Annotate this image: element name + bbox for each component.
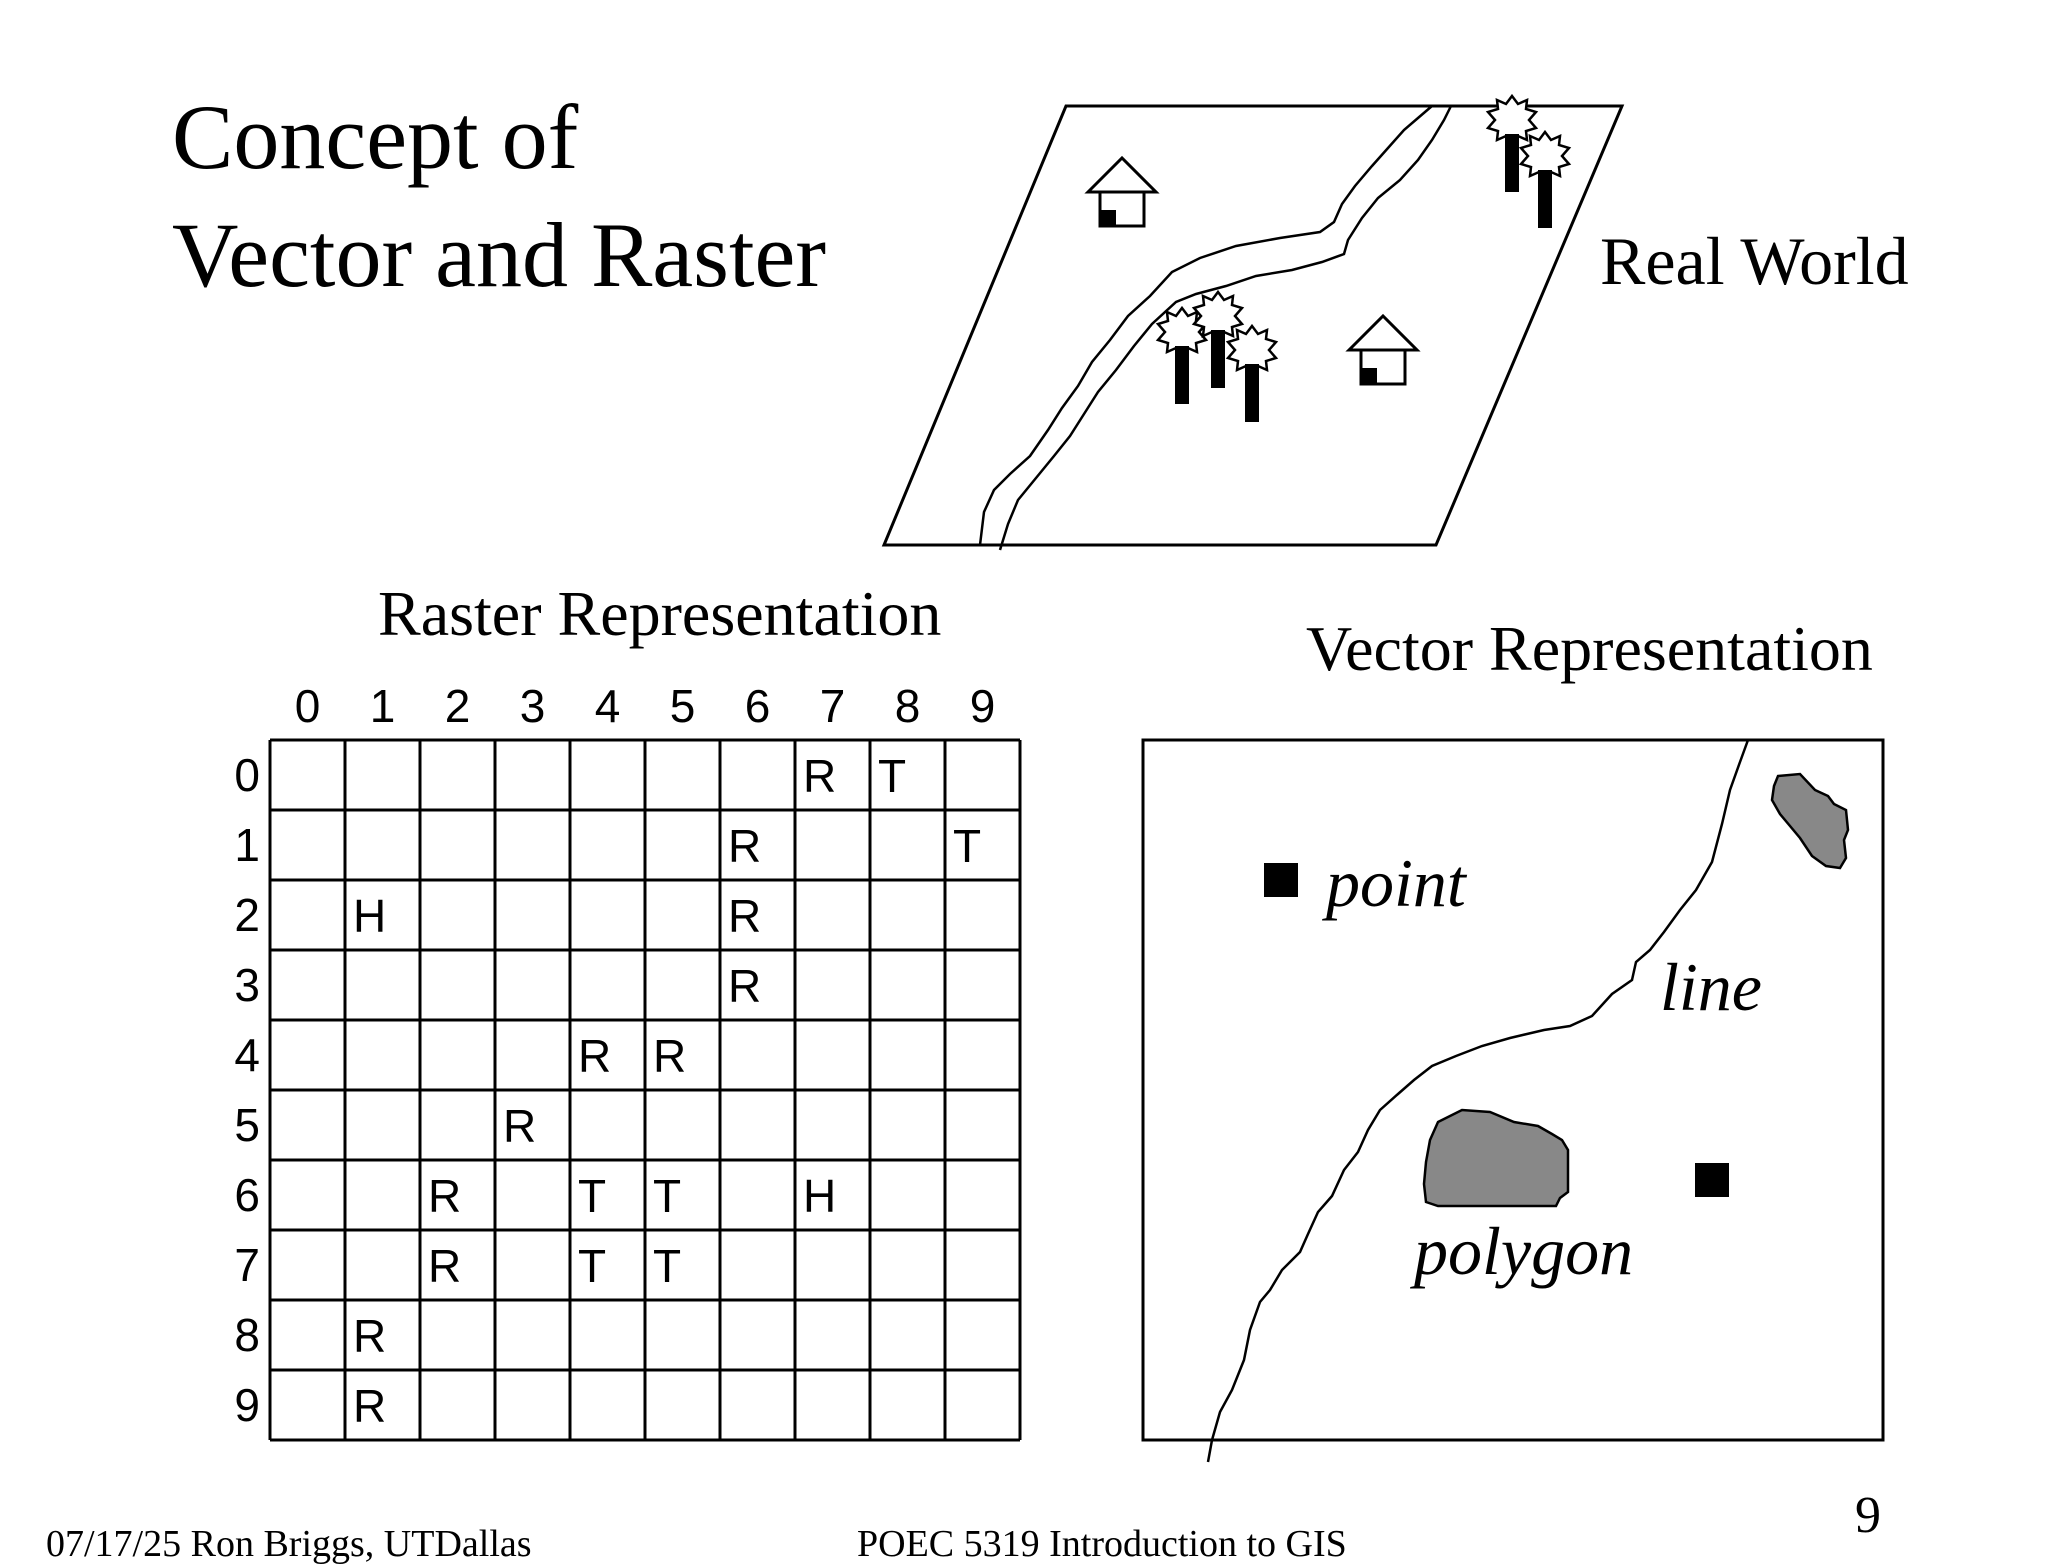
vector-polygon-large bbox=[1422, 1108, 1570, 1208]
raster-cell-value: R bbox=[728, 820, 761, 872]
raster-cell-value: T bbox=[653, 1170, 681, 1222]
row-label: 0 bbox=[234, 749, 260, 801]
vector-polygon-small bbox=[1770, 772, 1850, 870]
column-label: 8 bbox=[895, 680, 921, 732]
title-line-1: Concept of bbox=[172, 86, 579, 188]
raster-cell-value: T bbox=[578, 1170, 606, 1222]
raster-cell-value: R bbox=[653, 1030, 686, 1082]
column-label: 6 bbox=[745, 680, 771, 732]
tree-icon bbox=[1226, 324, 1278, 424]
polygon-label: polygon bbox=[1410, 1213, 1633, 1289]
vector-frame bbox=[1141, 738, 1885, 1442]
column-label: 5 bbox=[670, 680, 696, 732]
map-border bbox=[881, 104, 1625, 547]
slide-title: Concept of Vector and Raster bbox=[172, 78, 826, 314]
column-label: 0 bbox=[295, 680, 321, 732]
vector-point bbox=[1264, 863, 1298, 897]
column-label: 7 bbox=[820, 680, 846, 732]
column-label: 3 bbox=[520, 680, 546, 732]
column-label: 2 bbox=[445, 680, 471, 732]
raster-cell-value: R bbox=[728, 960, 761, 1012]
real-world-label: Real World bbox=[1600, 223, 1909, 299]
point-label: point bbox=[1322, 845, 1468, 921]
row-label: 2 bbox=[234, 889, 260, 941]
raster-cell-value: T bbox=[953, 820, 981, 872]
vector-line bbox=[1206, 739, 1750, 1463]
raster-cell-value: T bbox=[878, 750, 906, 802]
river-bank-left bbox=[978, 105, 1433, 546]
row-label: 3 bbox=[234, 959, 260, 1011]
raster-cell-value: T bbox=[653, 1240, 681, 1292]
footer-left: 07/17/25 Ron Briggs, UTDallas bbox=[46, 1523, 532, 1565]
vector-title: Vector Representation bbox=[1306, 613, 1873, 684]
raster-cell-value: R bbox=[428, 1170, 461, 1222]
line-label: line bbox=[1660, 949, 1762, 1025]
raster-cell-value: R bbox=[803, 750, 836, 802]
row-label: 9 bbox=[234, 1379, 260, 1431]
raster-cell-value: R bbox=[728, 890, 761, 942]
page-number: 9 bbox=[1855, 1487, 1881, 1544]
column-label: 1 bbox=[370, 680, 396, 732]
raster-title: Raster Representation bbox=[378, 578, 942, 649]
raster-cell-value: R bbox=[353, 1310, 386, 1362]
row-label: 4 bbox=[234, 1029, 260, 1081]
row-label: 6 bbox=[234, 1169, 260, 1221]
real-world-map bbox=[881, 94, 1625, 551]
vector-map: point line polygon bbox=[1141, 738, 1885, 1463]
row-label: 5 bbox=[234, 1099, 260, 1151]
river-bank-right bbox=[998, 105, 1453, 551]
raster-cell-value: R bbox=[353, 1380, 386, 1432]
raster-cell-value: R bbox=[428, 1240, 461, 1292]
title-line-2: Vector and Raster bbox=[172, 204, 826, 306]
house-icon bbox=[1086, 156, 1158, 228]
row-label: 7 bbox=[234, 1239, 260, 1291]
tree-icon bbox=[1519, 130, 1571, 230]
vector-point bbox=[1695, 1163, 1729, 1197]
raster-cell-value: H bbox=[803, 1170, 836, 1222]
column-label: 9 bbox=[970, 680, 996, 732]
row-label: 1 bbox=[234, 819, 260, 871]
raster-cell-value: H bbox=[353, 890, 386, 942]
footer-center: POEC 5319 Introduction to GIS bbox=[857, 1523, 1347, 1565]
row-label: 8 bbox=[234, 1309, 260, 1361]
column-label: 4 bbox=[595, 680, 621, 732]
house-icon bbox=[1347, 314, 1419, 386]
raster-cell-value: T bbox=[578, 1240, 606, 1292]
raster-cell-value: R bbox=[578, 1030, 611, 1082]
raster-cell-value: R bbox=[503, 1100, 536, 1152]
